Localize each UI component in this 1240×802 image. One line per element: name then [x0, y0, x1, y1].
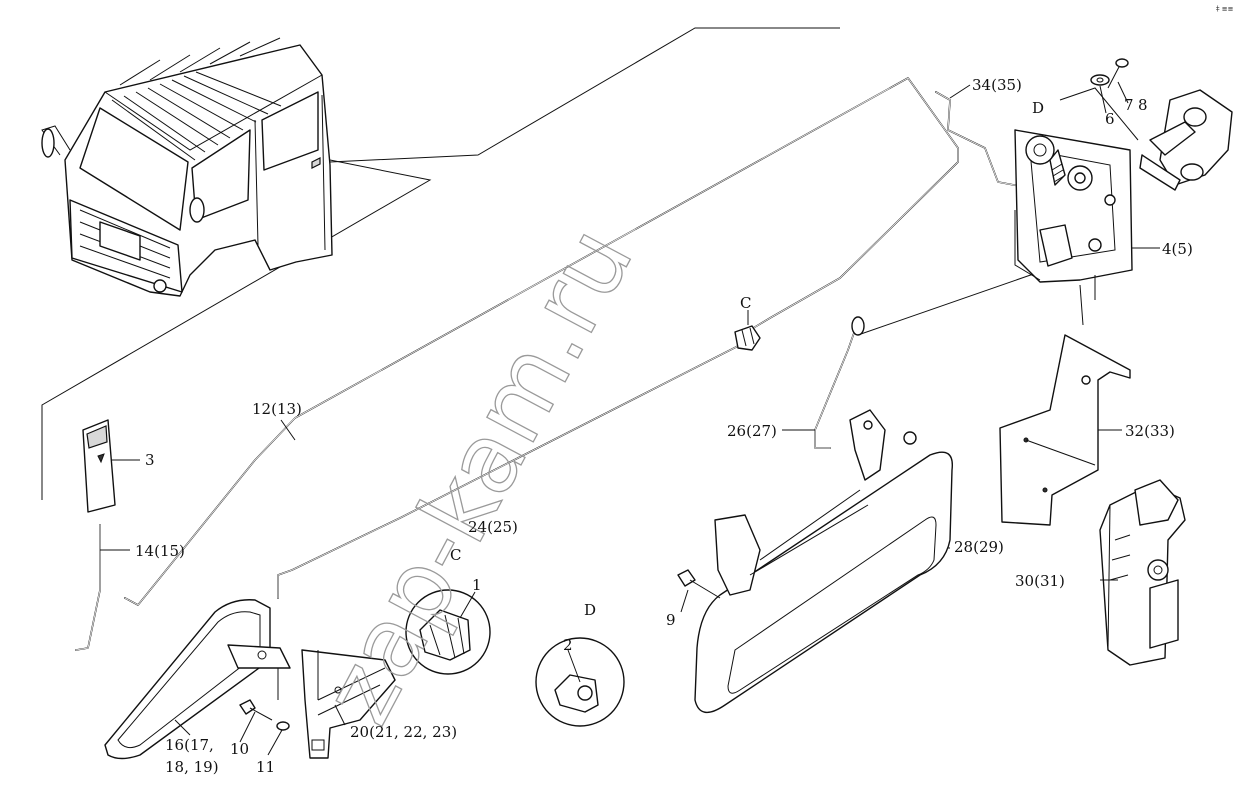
callout-30: 30(31) — [1015, 572, 1065, 590]
callout-28: 28(29) — [954, 538, 1004, 556]
callout-labels: 34(35) 8 7 6 D 4(5) C 12(13) 3 14(15) 26… — [135, 76, 1193, 776]
corner-mark: ‡ ≡≡ — [1216, 5, 1234, 13]
callout-14: 14(15) — [135, 542, 185, 560]
callout-32: 32(33) — [1125, 422, 1175, 440]
rod-26 — [814, 269, 1046, 449]
rod-24 — [277, 344, 741, 599]
rod-12 — [124, 77, 959, 606]
callout-8: 8 — [1138, 96, 1148, 114]
callout-4: 4(5) — [1162, 240, 1193, 258]
door-lock-assembly — [1014, 129, 1133, 326]
actuator-30 — [1099, 479, 1186, 666]
callout-c-circle: C — [450, 546, 461, 564]
callout-2: 2 — [563, 636, 573, 654]
bracket-32 — [999, 334, 1131, 526]
bolt-9 — [677, 569, 721, 599]
screw-7-washer-6 — [1059, 58, 1139, 141]
callout-6: 6 — [1105, 110, 1115, 128]
lock-knob-3 — [82, 419, 116, 513]
callout-c-top: C — [740, 294, 751, 312]
truck-cab-illustration — [41, 37, 333, 297]
detail-circle-c — [405, 589, 491, 675]
guide-lines — [41, 27, 840, 500]
callout-20: 20(21, 22, 23) — [350, 723, 457, 741]
clip-c-small — [734, 325, 761, 351]
bracket-20 — [301, 649, 396, 759]
callout-11: 11 — [256, 758, 275, 776]
outside-handle-28 — [694, 409, 954, 713]
bolt-10-washer-11 — [239, 699, 290, 731]
callout-34: 34(35) — [972, 76, 1022, 94]
callout-12: 12(13) — [252, 400, 302, 418]
callout-3: 3 — [145, 451, 155, 469]
striker-8 — [1139, 89, 1233, 191]
callout-1: 1 — [472, 576, 482, 594]
callout-16-line1: 16(17, — [165, 736, 214, 754]
inside-handle-16 — [104, 599, 291, 760]
rod-34 — [935, 91, 1031, 189]
leader-lines — [100, 81, 1160, 756]
callout-24: 24(25) — [468, 518, 518, 536]
rod-14 — [75, 524, 101, 651]
callout-7: 7 — [1124, 96, 1134, 114]
callout-26: 26(27) — [727, 422, 777, 440]
callout-d-top: D — [1032, 99, 1044, 117]
callout-10: 10 — [230, 740, 249, 758]
callout-16-line2: 18, 19) — [165, 758, 219, 776]
callout-d-circle: D — [584, 601, 596, 619]
callout-9: 9 — [666, 611, 676, 629]
